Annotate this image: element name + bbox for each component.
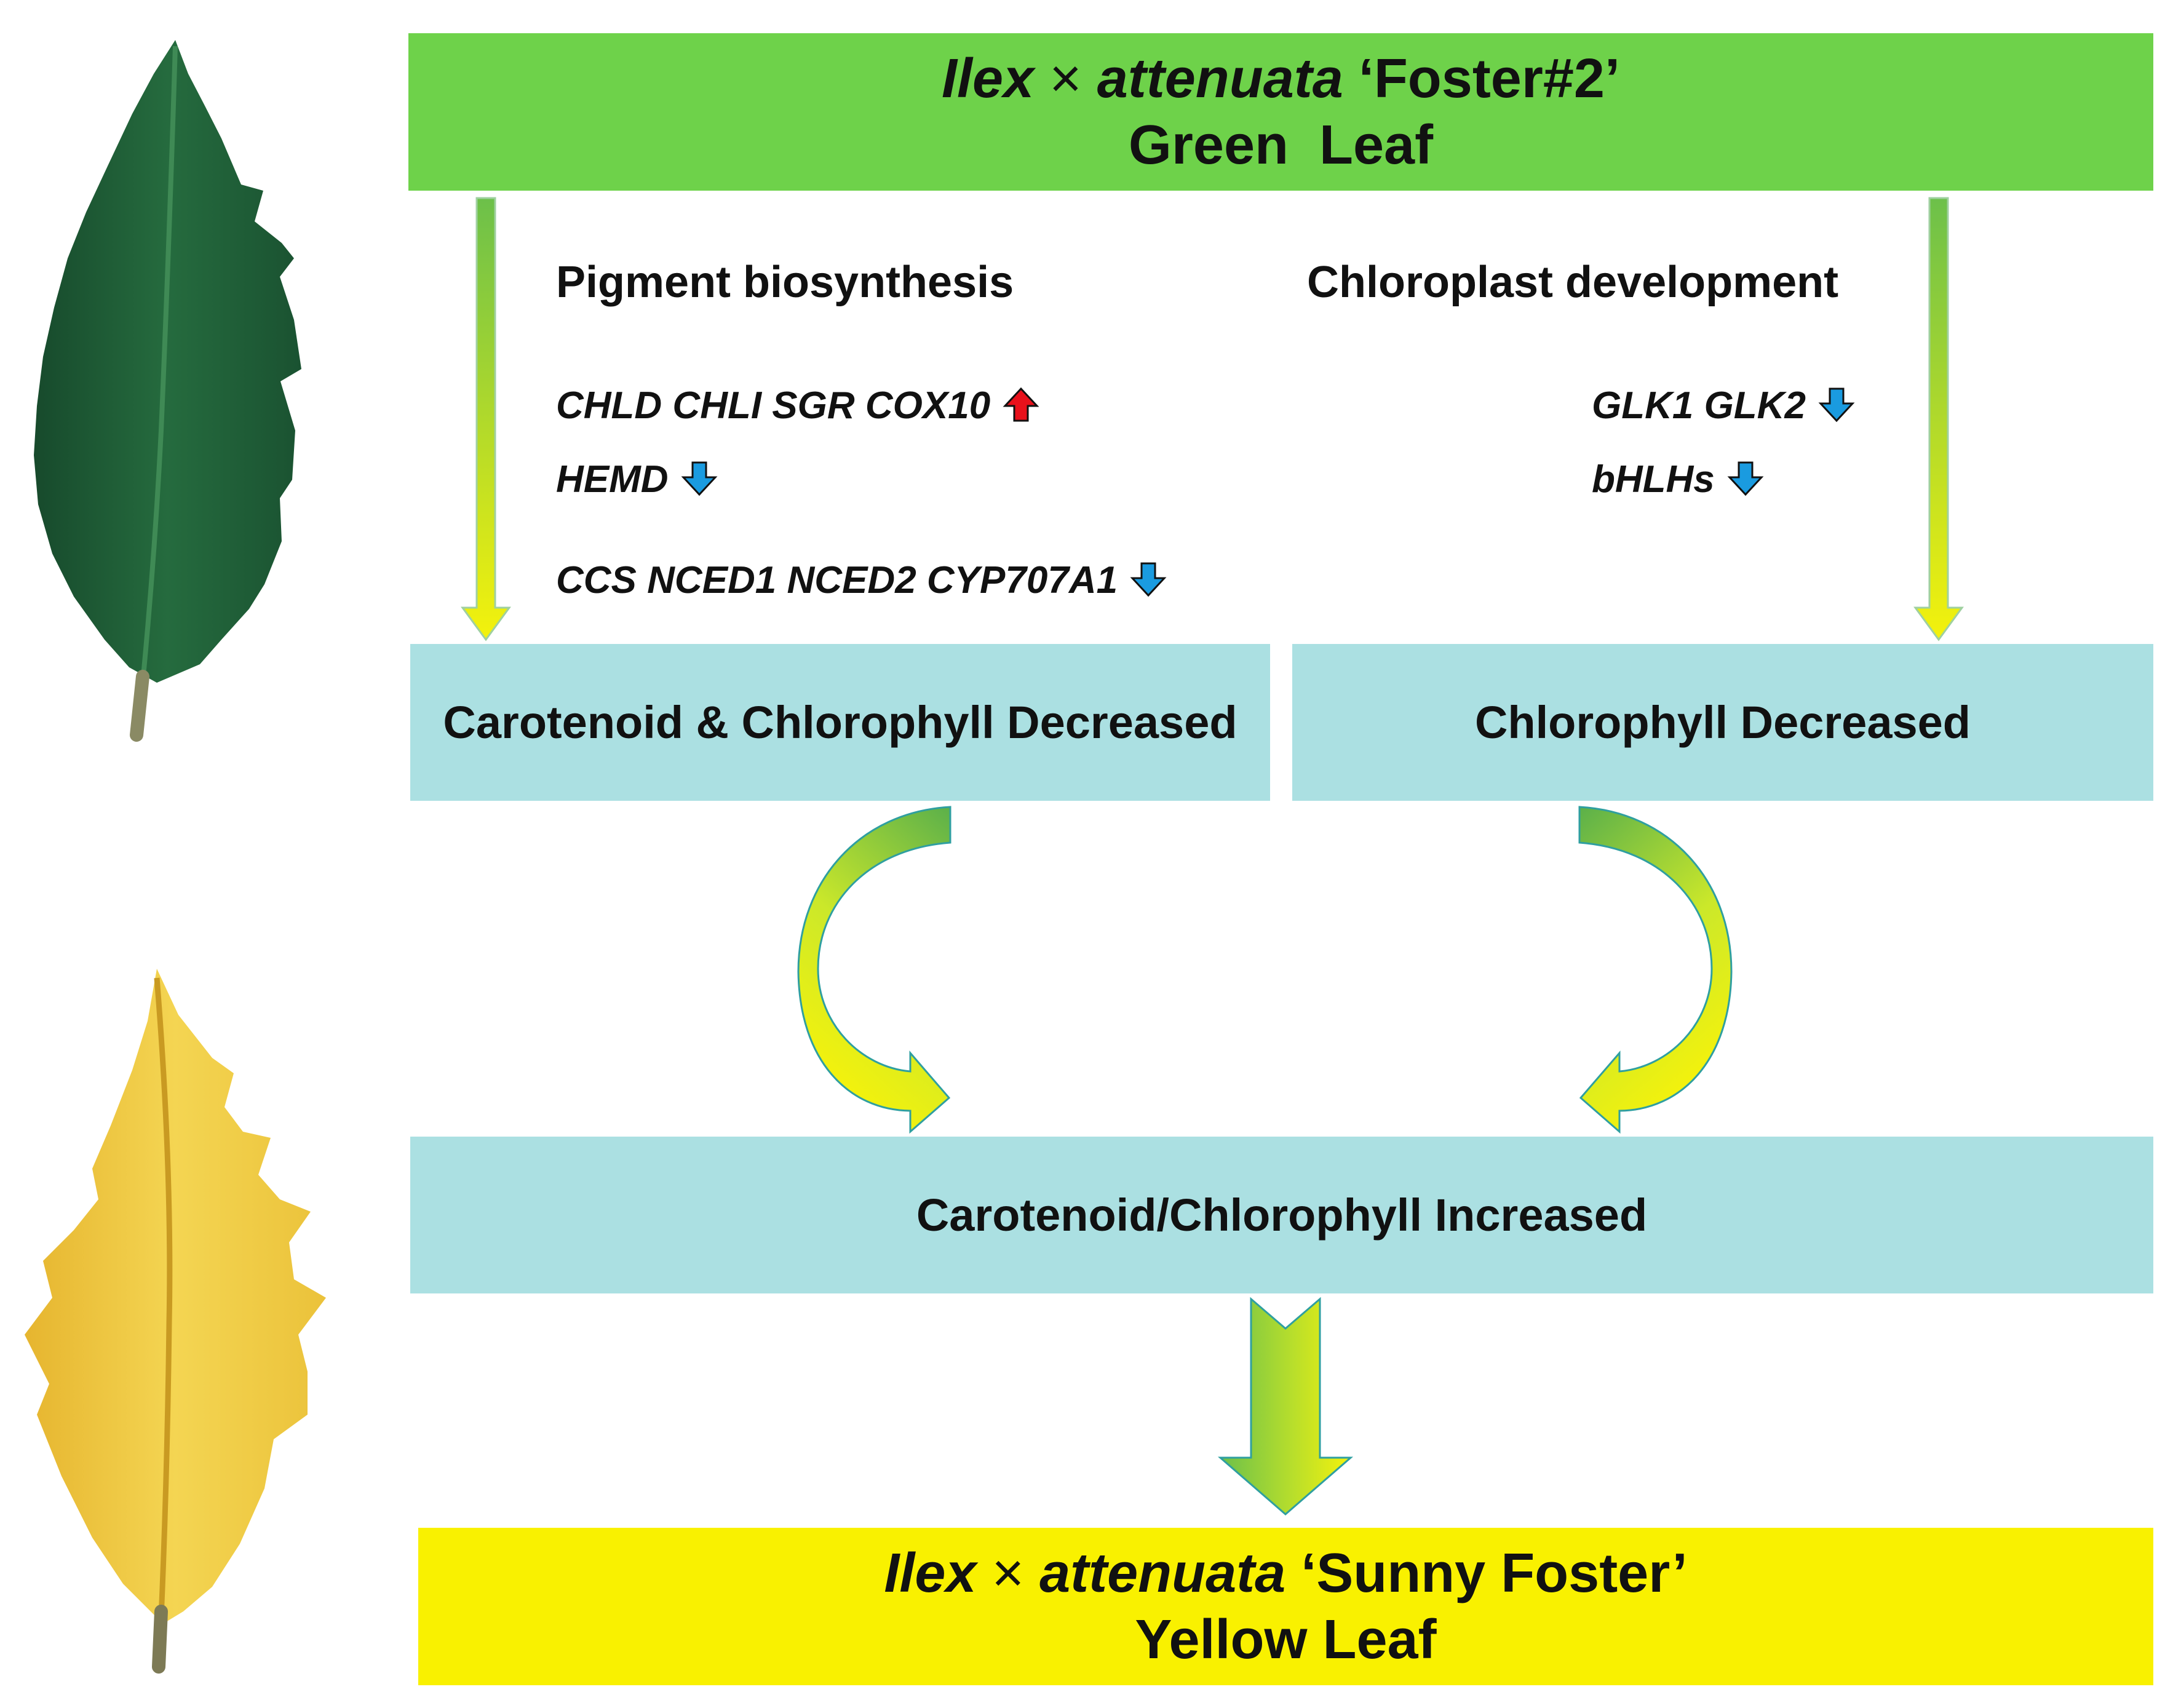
gene-list-label: bHLHs — [1592, 458, 1715, 501]
gene-list-label: CCS NCED1 NCED2 CYP707A1 — [556, 559, 1118, 602]
bottom-leaf-label: Yellow Leaf — [1135, 1609, 1437, 1670]
down-arrow-icon — [1727, 460, 1764, 497]
gene-row: bHLHs — [1592, 456, 1764, 503]
top-leaf-label: Green Leaf — [1128, 114, 1434, 176]
gene-row: CCS NCED1 NCED2 CYP707A1 — [556, 557, 1167, 604]
result-right-label: Chlorophyll Decreased — [1474, 697, 1971, 748]
top-cultivar: ‘Foster#2’ — [1358, 48, 1620, 109]
gene-list-label: CHLD CHLI SGR COX10 — [556, 384, 991, 427]
gene-list-label: GLK1 GLK2 — [1592, 384, 1806, 427]
down-arrow-icon — [1818, 386, 1855, 423]
up-arrow-icon — [1003, 386, 1039, 423]
left-curved-arrow — [797, 806, 951, 1134]
heading-chloroplast-development: Chloroplast development — [1307, 258, 1839, 307]
chlorophyll-decreased-box: Chlorophyll Decreased — [1292, 644, 2153, 801]
gene-list-label: HEMD — [556, 458, 669, 501]
green-leaf-box: Ilex × attenuata ‘Foster#2’ Green Leaf — [408, 33, 2153, 191]
top-cross-symbol: × — [1049, 48, 1082, 109]
result-left-label: Carotenoid & Chlorophyll Decreased — [443, 697, 1237, 748]
top-genus: Ilex — [942, 48, 1035, 109]
right-down-arrow — [1913, 197, 1964, 641]
gene-row: HEMD — [556, 456, 718, 503]
green-leaf-image — [34, 40, 301, 742]
result-merged-label: Carotenoid/Chlorophyll Increased — [916, 1190, 1648, 1241]
heading-pigment-biosynthesis: Pigment biosynthesis — [556, 258, 1014, 307]
bottom-cultivar: ‘Sunny Foster’ — [1301, 1543, 1688, 1604]
top-species: attenuata — [1097, 48, 1343, 109]
gene-row: GLK1 GLK2 — [1592, 383, 1855, 429]
carotenoid-chlorophyll-ratio-increased-box: Carotenoid/Chlorophyll Increased — [410, 1137, 2153, 1293]
bottom-cross-symbol: × — [991, 1543, 1025, 1604]
right-curved-arrow — [1578, 806, 1733, 1134]
yellow-leaf-box: Ilex × attenuata ‘Sunny Foster’ Yellow L… — [418, 1528, 2153, 1685]
carotenoid-chlorophyll-decreased-box: Carotenoid & Chlorophyll Decreased — [410, 644, 1270, 801]
down-arrow-icon — [1130, 561, 1167, 598]
yellow-leaf-image — [25, 969, 326, 1674]
bottom-species: attenuata — [1039, 1543, 1286, 1604]
gene-row: CHLD CHLI SGR COX10 — [556, 383, 1039, 429]
top-title-line: Ilex × attenuata ‘Foster#2’ — [942, 46, 1620, 112]
final-down-arrow — [1217, 1297, 1354, 1515]
down-arrow-icon — [681, 460, 718, 497]
bottom-genus: Ilex — [884, 1543, 977, 1604]
bottom-title-line: Ilex × attenuata ‘Sunny Foster’ — [884, 1540, 1687, 1607]
left-down-arrow — [461, 197, 511, 641]
